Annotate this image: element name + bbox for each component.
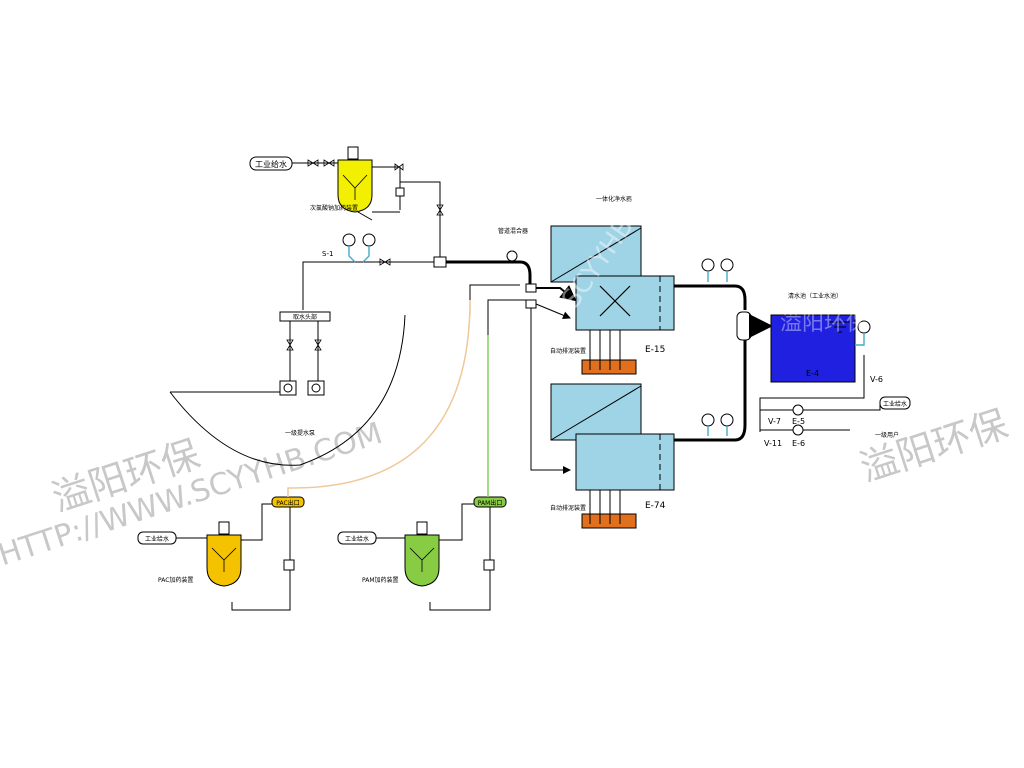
pac-dosing-label: PAC加药装置	[158, 576, 193, 584]
auto-sludge-2-label: 自动排泥装置	[550, 504, 586, 512]
pam-water-label: 工业给水	[345, 535, 369, 543]
raw-pool-label: 一级提水泵	[285, 429, 315, 437]
user-out-label: 一级用户	[875, 431, 899, 439]
mixer-icon	[433, 256, 447, 268]
intake-head-label: 取水头部	[293, 313, 317, 321]
ferrous-dosing-unit: 工业给水 次氯酸钠加药装置	[249, 146, 444, 260]
pump-e6	[792, 424, 804, 436]
pam-dosing-label: PAM加药装置	[362, 576, 399, 584]
v11-label: V-11	[764, 439, 782, 448]
ferrous-dosing-label: 次氯酸钠加药装置	[310, 204, 358, 212]
valve-box-icon	[525, 299, 537, 309]
auto-sludge-1-label: 自动排泥装置	[550, 347, 586, 355]
valve-icon	[286, 339, 294, 351]
pump-e5	[792, 404, 804, 416]
e74-label: E-74	[645, 501, 666, 511]
sampler-label: S-1	[322, 250, 333, 258]
sludge-2	[581, 513, 637, 529]
pam-dosing-unit: 工业给水 PAM加药装置 PAM出口	[337, 299, 526, 611]
ferrous-tank	[337, 159, 373, 213]
pac-pump	[283, 559, 295, 571]
integrated-unit-label: 一体化净水器	[596, 195, 632, 203]
gauge-icon	[701, 413, 715, 427]
unit1-lower	[575, 275, 675, 331]
gauge-icon	[720, 258, 734, 272]
water-inlet-label: 工业给水	[255, 159, 287, 169]
v6-label: V-6	[870, 375, 883, 384]
clear-pool-label: 清水池（工业水池）	[788, 292, 842, 300]
flow-meter	[736, 311, 752, 341]
watermark-overlay-cn: 溢阳环保	[780, 311, 868, 336]
integrated-unit-1: 一体化净水器 E-15 自动排泥装置	[550, 195, 675, 375]
pump-icon	[395, 187, 405, 197]
gauge-icon	[362, 233, 376, 247]
valve-icon	[436, 204, 444, 216]
pipe-mixer-label: 管道混合器	[498, 227, 528, 235]
e5-label: E-5	[792, 417, 805, 426]
gauge-icon	[701, 258, 715, 272]
valve-icon	[307, 159, 319, 167]
pac-water-label: 工业给水	[145, 535, 169, 543]
motor-icon	[416, 521, 428, 535]
e15-label: E-15	[645, 345, 665, 355]
e4-label: E-4	[806, 369, 819, 378]
integrated-unit-2: E-74 自动排泥装置	[550, 383, 675, 529]
raw-basin	[169, 314, 406, 466]
flowmeter-icon	[506, 250, 518, 262]
gauge-icon	[342, 233, 356, 247]
intake-line: S-1 管道混合器 取水头部 一级提水泵	[169, 227, 577, 474]
motor-icon	[347, 146, 359, 160]
sludge-1	[581, 359, 637, 375]
agitator-icon	[342, 174, 368, 200]
unit2-lower	[575, 433, 675, 491]
v7-label: V-7	[768, 417, 781, 426]
motor-icon	[218, 521, 230, 535]
clear-water-tank	[770, 314, 856, 383]
pac-outlet-label: PAC出口	[276, 499, 299, 507]
pam-outlet-label: PAM出口	[478, 499, 503, 507]
clear-water-line: 清水池（工业水池） E-4 V-6 V-7 E-5 V-11 E-6 工业给水 …	[674, 258, 911, 448]
valve-icon	[314, 339, 322, 351]
valve-icon	[323, 159, 335, 167]
pac-feed-line	[287, 299, 471, 497]
intake-header	[279, 311, 331, 322]
pam-pump	[483, 559, 495, 571]
e6-label: E-6	[792, 439, 805, 448]
valve-box-icon	[525, 283, 537, 293]
gauge-icon	[720, 413, 734, 427]
water-out-label: 工业给水	[883, 400, 907, 408]
valve-icon	[379, 258, 391, 266]
pac-dosing-unit: 工业给水 PAC加药装置 PAC出口	[137, 284, 520, 611]
valve-icon	[394, 163, 404, 171]
water-out-tag	[879, 396, 911, 410]
